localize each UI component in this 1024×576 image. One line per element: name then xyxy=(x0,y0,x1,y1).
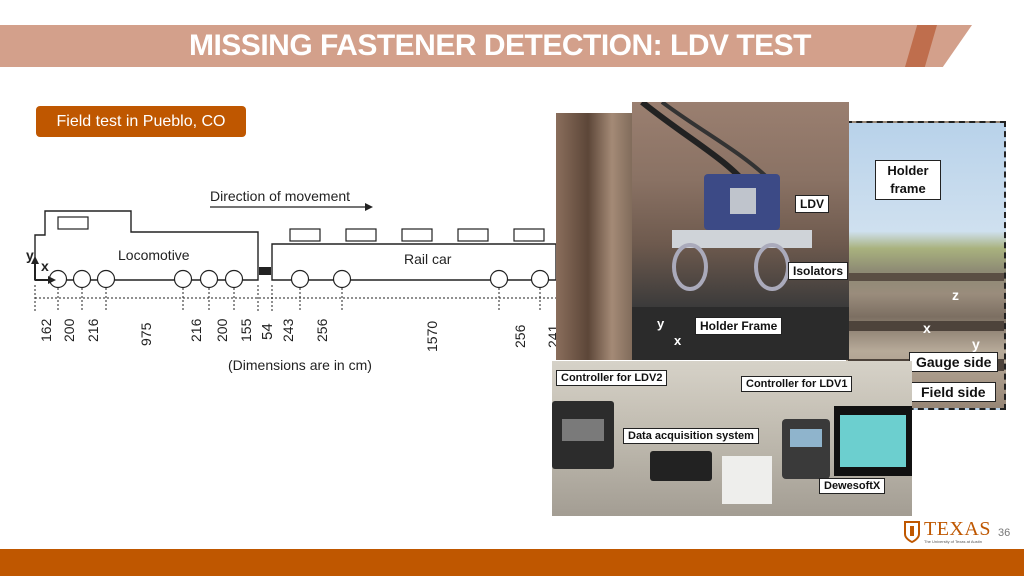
rail-edge-photo xyxy=(556,113,636,360)
dim-label: 155 xyxy=(238,318,254,342)
dim-label: 256 xyxy=(512,324,528,348)
slide-title: MISSING FASTENER DETECTION: LDV TEST xyxy=(188,29,812,62)
ldv-axis-x: x xyxy=(674,333,682,348)
direction-label: Direction of movement xyxy=(210,188,351,204)
axis-x-label: x xyxy=(41,258,49,274)
locomotive-window xyxy=(57,216,89,230)
isolators-tag: Isolators xyxy=(788,262,849,280)
dimensions-note: (Dimensions are in cm) xyxy=(228,357,372,373)
dim-label: 243 xyxy=(280,318,296,342)
page-number: 36 xyxy=(998,527,1011,539)
dewesoft-tag: DewesoftX xyxy=(819,478,886,494)
locomotive-label: Locomotive xyxy=(118,247,190,263)
logo-subtext: The University of Texas at Austin xyxy=(924,539,982,544)
daq-tag: Data acquisition system xyxy=(623,428,759,444)
field-test-badge: Field test in Pueblo, CO xyxy=(36,106,246,137)
equipment-drawing xyxy=(552,401,912,504)
logo-text: TEXAS xyxy=(924,518,991,540)
rail-axis-y: y xyxy=(972,336,980,352)
bottom-bar xyxy=(0,549,1024,576)
tower-icon xyxy=(904,521,920,544)
railcar-label: Rail car xyxy=(404,251,452,267)
dim-label: 162 xyxy=(38,318,54,342)
dim-label: 256 xyxy=(314,318,330,342)
dim-label: 200 xyxy=(61,318,77,342)
title-bar xyxy=(0,25,972,67)
dim-label: 216 xyxy=(188,318,204,342)
coupler xyxy=(259,267,271,275)
gauge-side-tag: Gauge side xyxy=(909,352,999,372)
holder-frame-tag: Holder Frame xyxy=(695,317,783,335)
ctrl-ldv2-tag: Controller for LDV2 xyxy=(556,370,668,386)
rail-axis-z: z xyxy=(952,287,959,303)
dim-label: 975 xyxy=(138,322,154,346)
locomotive-body xyxy=(34,210,259,281)
ldv-axis-y: y xyxy=(657,316,665,331)
field-side-tag: Field side xyxy=(911,382,996,402)
dim-label: 216 xyxy=(85,318,101,342)
rail-axis-x: x xyxy=(923,320,931,336)
dim-label: 200 xyxy=(214,318,230,342)
ut-texas-logo: TEXAS The University of Texas at Austin xyxy=(902,518,1012,548)
dim-label: 54 xyxy=(259,323,276,340)
wheels xyxy=(48,269,550,289)
ctrl-ldv1-tag: Controller for LDV1 xyxy=(741,376,853,392)
dim-label: 1570 xyxy=(424,320,440,352)
ldv-tag: LDV xyxy=(795,195,829,213)
axis-y-label: y xyxy=(26,247,34,263)
